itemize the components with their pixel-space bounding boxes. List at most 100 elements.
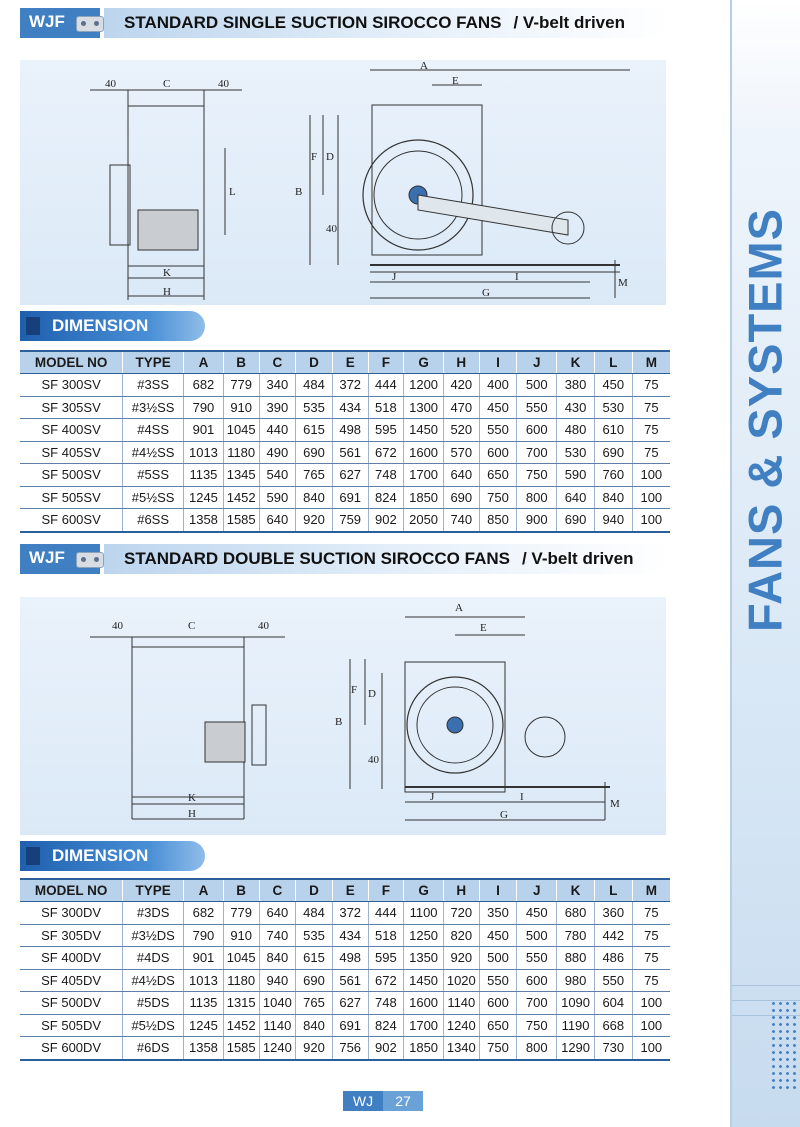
dim-label-e: E: [480, 622, 487, 634]
dimension-cell: 750: [478, 486, 517, 509]
dimension-cell: 2050: [403, 508, 444, 533]
dim-label-40: 40: [218, 78, 230, 90]
dim-label-m: M: [618, 277, 628, 289]
dimension-cell: 1140: [258, 1014, 296, 1037]
dimension-cell: 1452: [222, 486, 259, 509]
dimension-cell: 518: [367, 396, 404, 419]
type-cell: #4SS: [122, 418, 184, 442]
dimension-cell: 824: [367, 1014, 404, 1037]
motor-front: [137, 209, 199, 251]
dimension-cell: 900: [516, 508, 557, 533]
model-cell: SF 405DV: [20, 969, 123, 992]
dimension-cell: 1350: [403, 946, 444, 970]
dim-label-40: 40: [258, 620, 270, 632]
column-header: L: [593, 350, 633, 374]
dimension-cell: 100: [631, 463, 670, 487]
dimension-cell: 750: [478, 1036, 517, 1061]
fan-housing-side: [371, 104, 483, 256]
dim-label-h: H: [163, 286, 171, 298]
dimension-cell: 627: [331, 991, 369, 1015]
dimension-cell: 561: [331, 441, 369, 464]
dimension-cell: 600: [478, 441, 517, 464]
dimension-cell: 920: [442, 946, 480, 970]
dimension-cell: 820: [442, 924, 480, 947]
dimension-cell: 540: [258, 463, 296, 487]
column-header: J: [516, 878, 557, 902]
dimension-cell: 570: [442, 441, 480, 464]
dimension-cell: 75: [631, 969, 670, 992]
model-cell: SF 500DV: [20, 991, 123, 1015]
column-header: M: [631, 878, 670, 902]
dimension-cell: 442: [593, 924, 633, 947]
dim-label-k: K: [188, 792, 196, 804]
dimension-cell: 450: [593, 373, 633, 397]
dimension-cell: 498: [331, 946, 369, 970]
dim-label-g: G: [482, 287, 490, 299]
double-suction-fan-drawing: 40 C 40 K H A E B F D 40 J I G M: [90, 602, 620, 821]
dimension-cell: 100: [631, 1036, 670, 1061]
dim-label-c: C: [188, 620, 195, 632]
pulley-front: [251, 704, 267, 766]
dimension-cell: 550: [516, 946, 557, 970]
dimension-cell: 500: [516, 373, 557, 397]
column-header: C: [258, 350, 296, 374]
column-header: I: [478, 350, 517, 374]
column-header: A: [183, 878, 224, 902]
dimension-cell: 840: [295, 1014, 333, 1037]
column-header: B: [222, 350, 259, 374]
dimension-cell: 434: [331, 924, 369, 947]
dim-label-40: 40: [105, 78, 117, 90]
dimension-cell: 1190: [556, 1014, 595, 1037]
dimension-cell: 700: [516, 441, 557, 464]
dim-label-b: B: [295, 186, 302, 198]
dimension-cell: 910: [222, 396, 259, 419]
dimension-cell: 100: [631, 1014, 670, 1037]
page-number: WJ 27: [343, 1091, 423, 1111]
dimension-marker: [26, 317, 40, 335]
dimension-cell: 1700: [403, 1014, 444, 1037]
motor-side: [524, 716, 566, 758]
dimension-cell: 360: [593, 901, 633, 925]
dimension-cell: 730: [593, 1036, 633, 1061]
dimension-cell: 840: [258, 946, 296, 970]
dimension-cell: 600: [478, 991, 517, 1015]
side-band-rule: [730, 0, 732, 1127]
dimension-cell: 484: [295, 901, 333, 925]
model-cell: SF 300DV: [20, 901, 123, 925]
dimension-cell: 1700: [403, 463, 444, 487]
dim-label-a: A: [455, 602, 463, 614]
type-cell: #3DS: [122, 901, 184, 925]
section-title: STANDARD DOUBLE SUCTION SIROCCO FANS/ V-…: [124, 549, 634, 568]
dimension-cell: 1040: [258, 991, 296, 1015]
dimension-cell: 75: [631, 418, 670, 442]
dimension-cell: 901: [183, 418, 224, 442]
model-cell: SF 300SV: [20, 373, 123, 397]
dimension-cell: 1240: [442, 1014, 480, 1037]
dimension-cell: 520: [442, 418, 480, 442]
dim-label-d: D: [326, 151, 334, 163]
pulley-front: [109, 164, 131, 246]
dim-label-m: M: [610, 798, 620, 810]
dimension-cell: 610: [593, 418, 633, 442]
dim-label-j: J: [392, 271, 397, 283]
dimension-cell: 450: [516, 901, 557, 925]
dimension-cell: 779: [222, 901, 259, 925]
dimension-cell: 604: [593, 991, 633, 1015]
dimension-cell: 682: [183, 373, 224, 397]
dim-label-l: L: [229, 186, 236, 198]
dimension-cell: 1358: [183, 1036, 224, 1061]
dim-label-f: F: [351, 684, 357, 696]
dimension-cell: 75: [631, 924, 670, 947]
dimension-cell: 640: [258, 508, 296, 533]
column-header: I: [478, 878, 517, 902]
type-cell: #4½SS: [122, 441, 184, 464]
dimension-cell: 750: [516, 463, 557, 487]
dimension-cell: 1245: [183, 486, 224, 509]
